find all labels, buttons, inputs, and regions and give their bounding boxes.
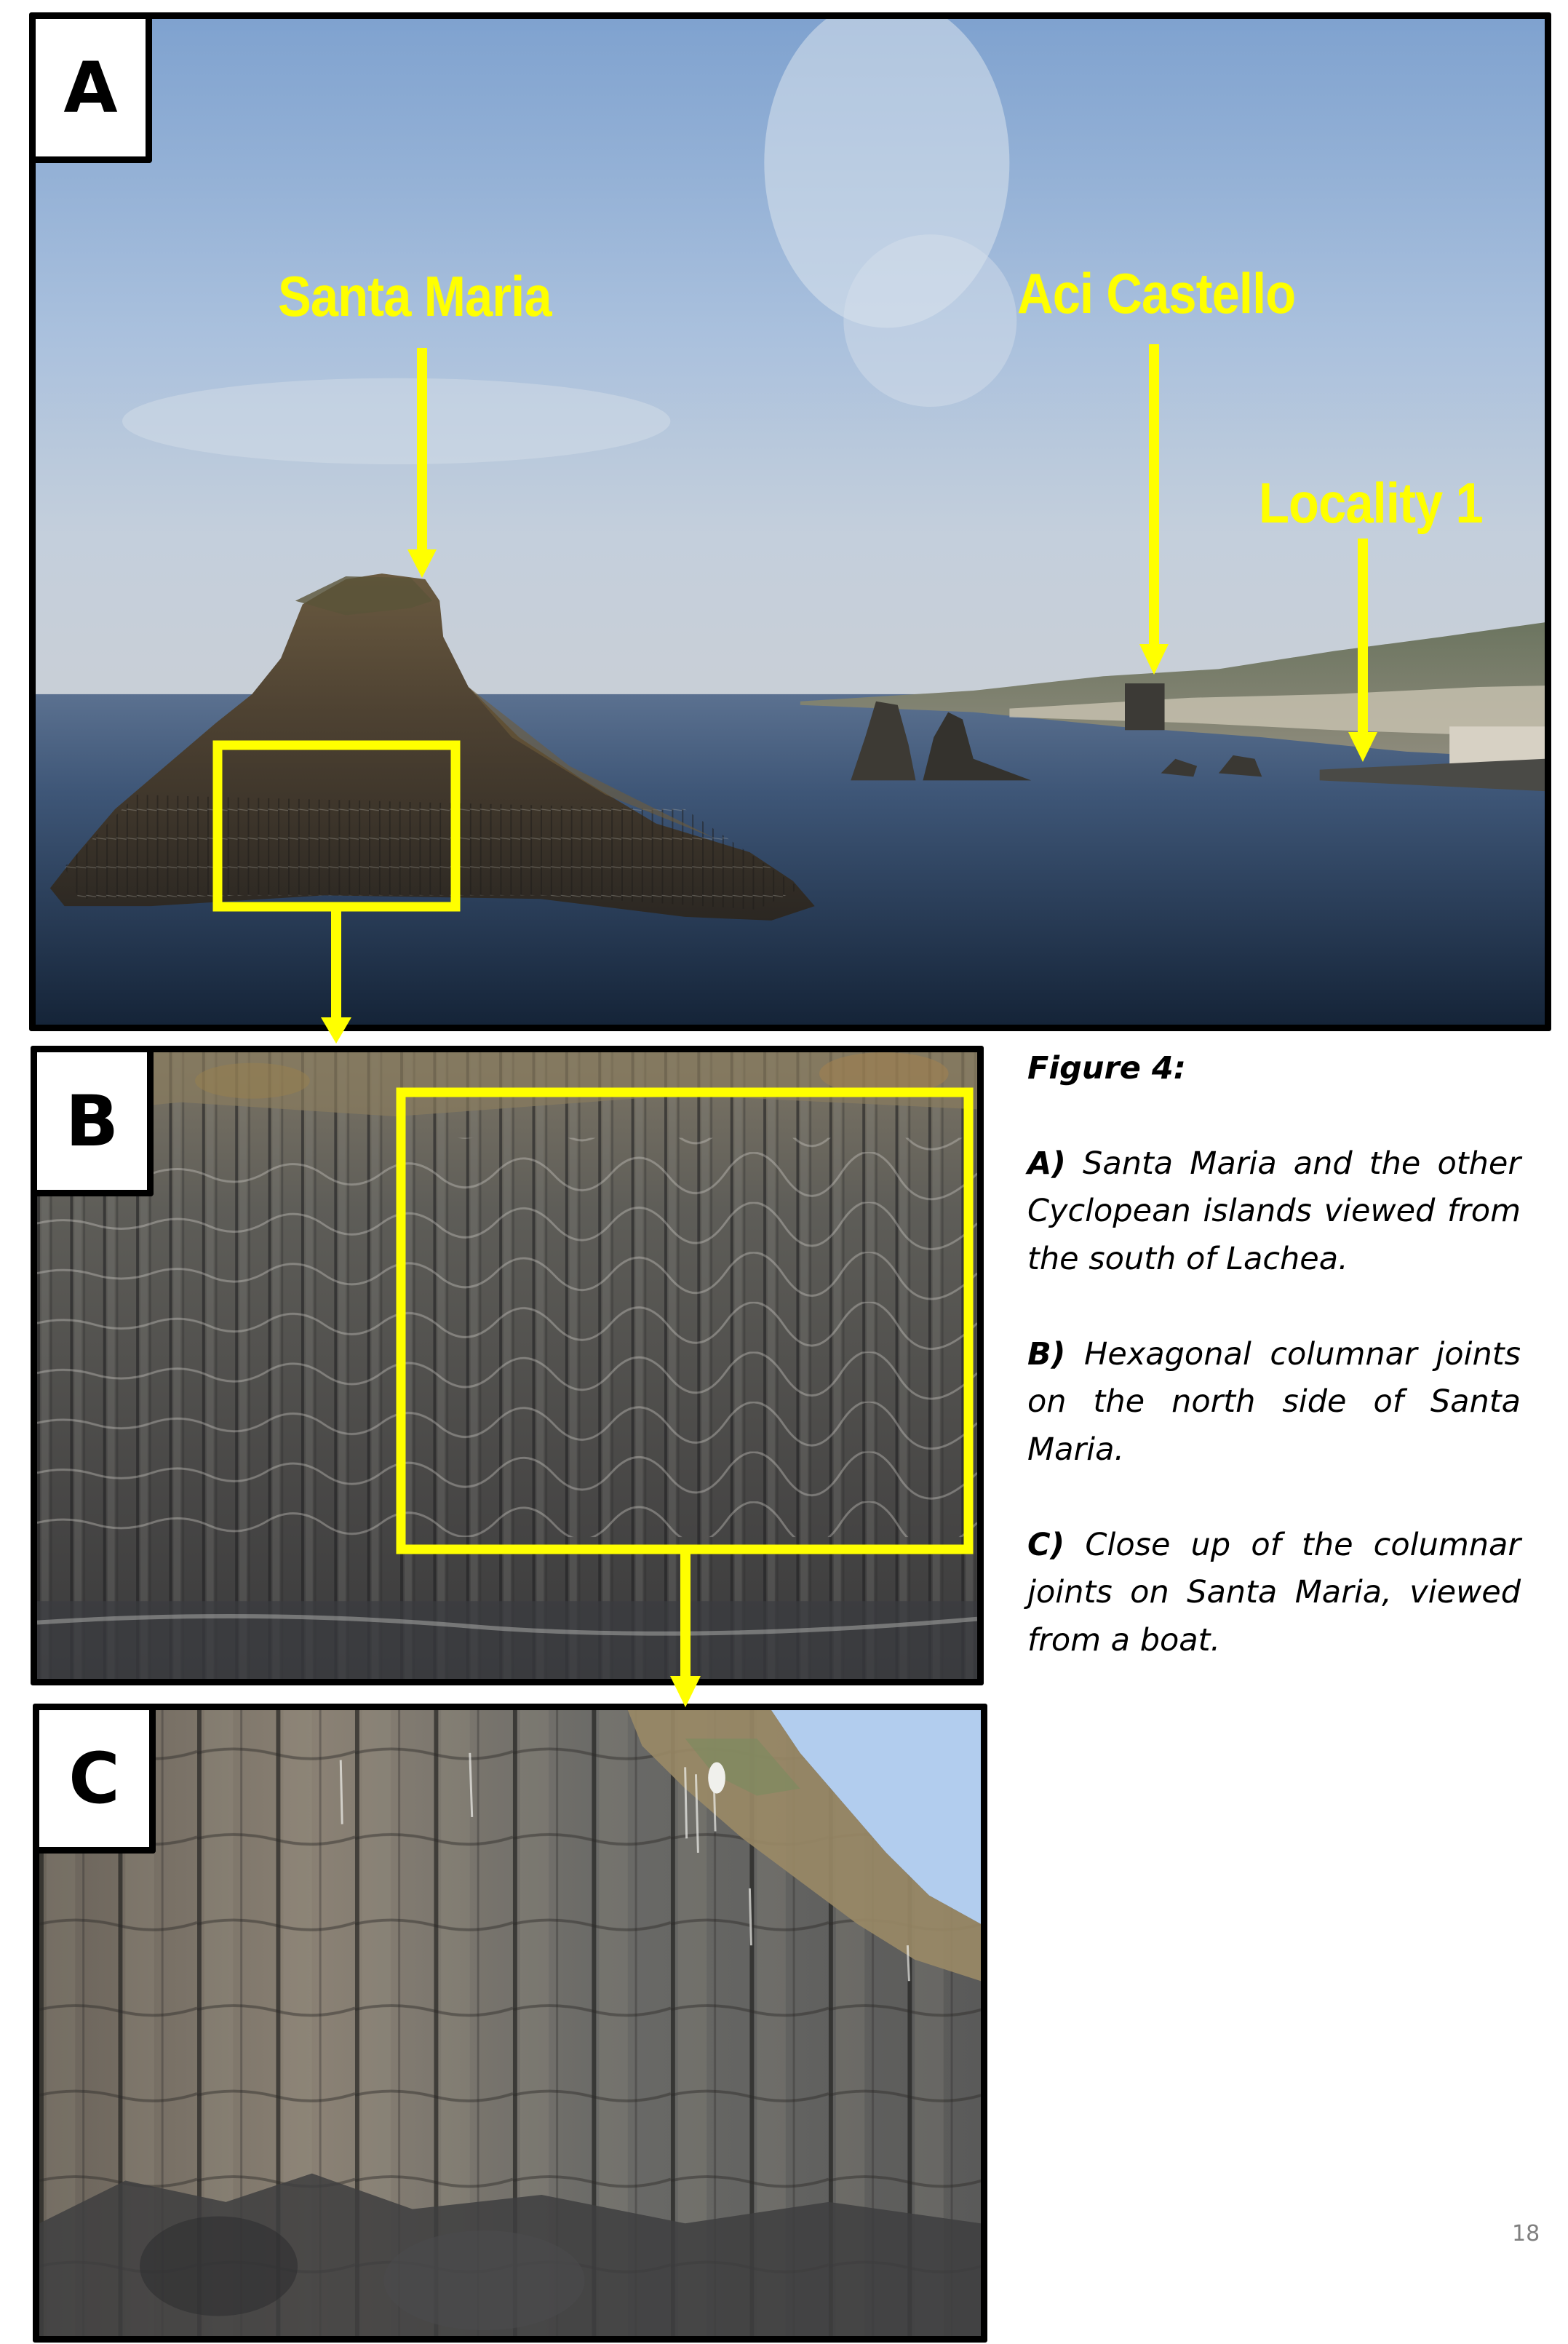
panel-c-letter: C <box>68 1738 120 1819</box>
columnar-joints-closeup-image <box>39 1710 981 2336</box>
annotation-santa-maria: Santa Maria <box>278 264 552 328</box>
panel-b-photo: B <box>31 1046 984 1685</box>
page-number: 18 <box>1512 2221 1540 2246</box>
caption-key-b: B) <box>1027 1335 1066 1372</box>
caption-title: Figure 4: <box>1027 1050 1186 1086</box>
seagull-icon <box>708 1762 725 1794</box>
panel-b-letter: B <box>65 1080 119 1162</box>
caption-key-c: C) <box>1027 1526 1065 1563</box>
panel-a-letter: A <box>63 47 118 129</box>
caption-item-a: A) Santa Maria and the other Cyclopean i… <box>1027 1140 1521 1284</box>
caption-key-a: A) <box>1027 1145 1066 1182</box>
santa-maria-seascape-image <box>36 19 1545 1025</box>
panel-c-photo: C <box>33 1704 987 2343</box>
hexagonal-columnar-joints-image <box>37 1052 977 1679</box>
panel-c-label: C <box>39 1710 156 1854</box>
panel-b-label: B <box>37 1052 154 1196</box>
caption-text-c: Close up of the columnar joints on Santa… <box>1027 1526 1521 1658</box>
caption-item-b: B) Hexagonal columnar joints on the nort… <box>1027 1331 1521 1474</box>
annotation-aci-castello: Aci Castello <box>1017 261 1296 325</box>
panel-a-photo: A <box>29 12 1551 1031</box>
figure-caption: Figure 4: A) Santa Maria and the other C… <box>1027 1045 1521 1712</box>
caption-text-a: Santa Maria and the other Cyclopean isla… <box>1027 1145 1521 1277</box>
caption-item-c: C) Close up of the columnar joints on Sa… <box>1027 1522 1521 1665</box>
caption-text-b: Hexagonal columnar joints on the north s… <box>1027 1335 1521 1468</box>
annotation-locality-1: Locality 1 <box>1259 471 1484 535</box>
panel-a-label: A <box>36 19 152 163</box>
